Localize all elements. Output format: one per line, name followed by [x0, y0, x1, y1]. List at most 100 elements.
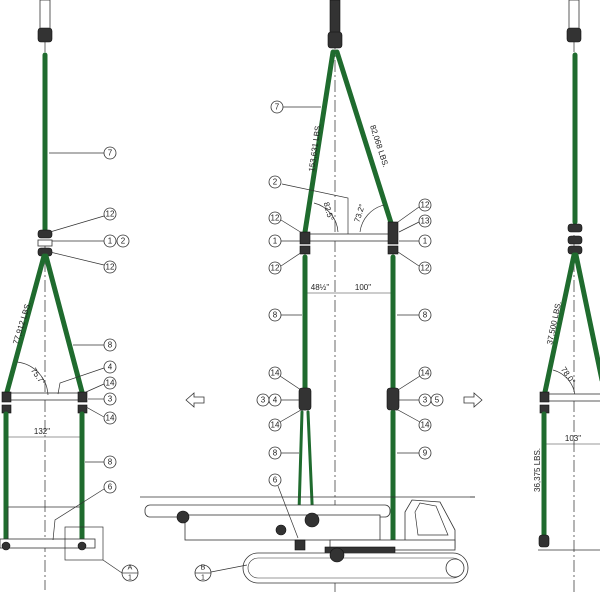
callout-8: 8	[268, 446, 299, 460]
angle-arc-left	[313, 202, 339, 233]
callout-7: 7	[49, 146, 117, 160]
callout-2: 2	[268, 175, 349, 234]
spreader-bar	[299, 221, 399, 255]
callout-14: 14	[268, 409, 306, 432]
callout-12: 12	[268, 251, 303, 275]
shackle-assembly	[37, 229, 53, 257]
svg-text:2: 2	[121, 237, 126, 246]
svg-text:1: 1	[423, 237, 428, 246]
svg-text:8: 8	[108, 458, 113, 467]
svg-text:6: 6	[108, 483, 113, 492]
bottom-bar	[0, 506, 123, 574]
sling-8-right	[43, 253, 85, 395]
arrow-right-icon	[463, 392, 483, 408]
callout-12: 12	[268, 211, 303, 234]
svg-text:14: 14	[106, 414, 115, 423]
angle-label-right: 73.2°	[352, 203, 366, 224]
svg-text:8: 8	[423, 311, 428, 320]
angle-arc	[16, 361, 49, 396]
svg-text:1: 1	[273, 237, 278, 246]
svg-text:14: 14	[106, 379, 115, 388]
arrow-left-icon	[185, 392, 205, 408]
hook-icon	[327, 0, 343, 49]
svg-text:4: 4	[273, 396, 278, 405]
callout-14: 14	[392, 409, 432, 432]
callout-12: 12	[49, 207, 117, 233]
detail-ref-b1: B 1	[194, 565, 248, 582]
spreader-bar	[539, 391, 600, 414]
callout-8: 8	[397, 308, 432, 322]
shackle-left	[298, 387, 312, 411]
callout-12: 12	[49, 251, 117, 274]
svg-text:6: 6	[273, 476, 278, 485]
callout-3: 3	[88, 392, 117, 406]
callout-5: 5	[430, 393, 444, 407]
angle-arc	[552, 369, 576, 396]
spreader-bar	[1, 391, 88, 414]
svg-text:12: 12	[106, 263, 115, 272]
left-view: 75.7° 77,912 LBS. 132" 7 12 1 2 12 8 4 1…	[0, 0, 139, 590]
callout-3: 3	[399, 393, 432, 407]
angle-arc-right	[359, 204, 385, 233]
center-view: 153,631 LBS. 82,068 LBS. 82.5° 73.2° 48½…	[140, 0, 475, 595]
callout-2: 2	[116, 234, 130, 248]
svg-text:12: 12	[106, 210, 115, 219]
svg-text:1: 1	[108, 237, 113, 246]
callout-6: 6	[52, 480, 117, 541]
svg-text:8: 8	[273, 449, 278, 458]
sling-leg-left	[542, 252, 577, 395]
callout-4: 4	[268, 393, 299, 407]
callout-7: 7	[270, 100, 321, 114]
svg-text:B: B	[201, 565, 206, 572]
crawler-machine	[144, 499, 469, 584]
svg-text:14: 14	[421, 369, 430, 378]
svg-text:3: 3	[261, 396, 266, 405]
callout-8: 8	[85, 455, 117, 469]
callout-1: 1	[399, 234, 432, 248]
svg-text:9: 9	[423, 449, 428, 458]
dimension-left-label: 48½"	[311, 283, 330, 292]
callout-8: 8	[268, 308, 302, 322]
svg-text:4: 4	[108, 363, 113, 372]
svg-text:14: 14	[271, 421, 280, 430]
callout-9: 9	[397, 446, 432, 460]
svg-text:1: 1	[201, 575, 205, 582]
callout-8: 8	[73, 338, 117, 352]
hook-icon	[566, 0, 582, 43]
callout-12: 12	[397, 251, 432, 275]
callout-1: 1	[268, 234, 300, 248]
callout-14: 14	[268, 366, 302, 391]
svg-text:1: 1	[128, 575, 132, 582]
callout-3: 3	[256, 393, 270, 407]
svg-text:12: 12	[271, 264, 280, 273]
callout-6: 6	[268, 473, 299, 539]
svg-text:5: 5	[435, 396, 440, 405]
svg-text:A: A	[128, 565, 133, 572]
svg-text:3: 3	[108, 395, 113, 404]
svg-text:12: 12	[421, 201, 430, 210]
detail-ref-a1: A 1	[121, 565, 139, 582]
svg-text:8: 8	[108, 341, 113, 350]
callout-13: 13	[398, 214, 432, 233]
svg-text:12: 12	[271, 214, 280, 223]
shackle-bottom	[538, 534, 550, 548]
callout-14: 14	[85, 376, 117, 393]
callout-1: 1	[52, 234, 117, 248]
sling-leg-right	[573, 252, 600, 382]
svg-text:2: 2	[273, 178, 278, 187]
sling-8-left	[4, 253, 47, 395]
dimension-label: 103"	[565, 434, 581, 443]
angle-label: 75.7°	[29, 366, 47, 387]
angle-label-left: 82.5°	[322, 201, 336, 221]
dimension-label: 132"	[34, 427, 50, 436]
sling-7-left	[302, 49, 336, 235]
sling-7-right	[334, 49, 395, 229]
svg-text:14: 14	[421, 421, 430, 430]
shackle-right	[386, 387, 400, 411]
shackle-assembly	[567, 223, 583, 255]
hook-icon	[37, 0, 53, 43]
callout-14: 14	[397, 366, 432, 391]
svg-text:14: 14	[271, 369, 280, 378]
